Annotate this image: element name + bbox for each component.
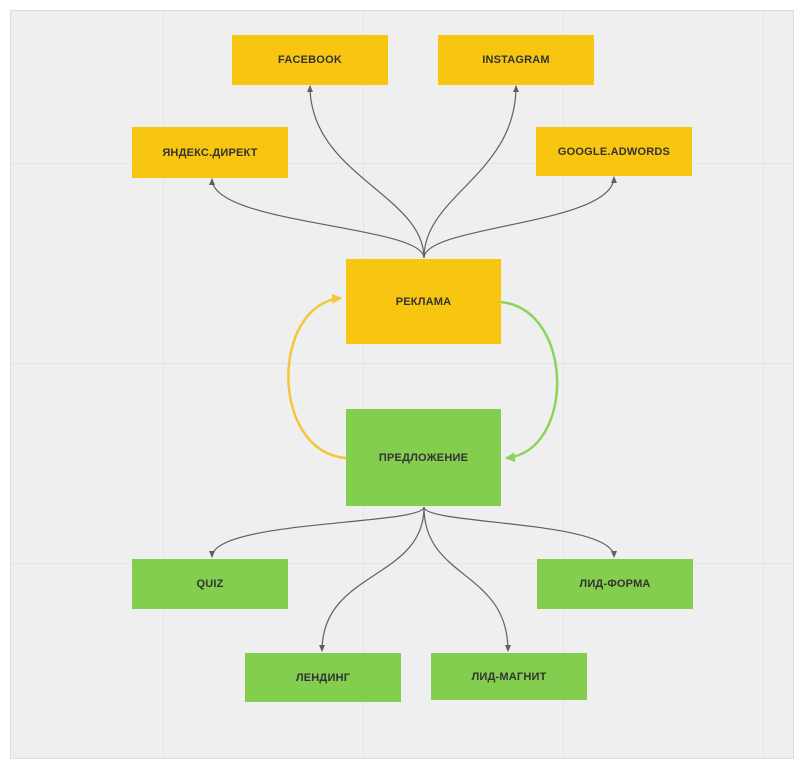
- node-predlozhenie-label: ПРЕДЛОЖЕНИЕ: [378, 451, 469, 464]
- node-reklama-label: РЕКЛАМА: [395, 295, 452, 308]
- node-yandex-direct-label: ЯНДЕКС.ДИРЕКТ: [162, 146, 258, 159]
- node-lid-forma-label: ЛИД-ФОРМА: [579, 578, 651, 590]
- node-lending-label: ЛЕНДИНГ: [295, 671, 351, 684]
- whiteboard-canvas[interactable]: [10, 10, 794, 759]
- node-google-adwords[interactable]: GOOGLE.ADWORDS: [536, 127, 692, 176]
- node-lid-magnit[interactable]: ЛИД-МАГНИТ: [431, 653, 587, 700]
- node-yandex-direct[interactable]: ЯНДЕКС.ДИРЕКТ: [132, 127, 288, 178]
- node-quiz-label: QUIZ: [196, 578, 224, 590]
- node-instagram-label: INSTAGRAM: [482, 54, 550, 66]
- node-lending[interactable]: ЛЕНДИНГ: [245, 653, 401, 702]
- node-lid-magnit-label: ЛИД-МАГНИТ: [471, 670, 547, 683]
- node-google-adwords-label: GOOGLE.ADWORDS: [557, 145, 671, 158]
- node-facebook[interactable]: FACEBOOK: [232, 35, 388, 85]
- node-lid-forma[interactable]: ЛИД-ФОРМА: [537, 559, 693, 609]
- node-facebook-label: FACEBOOK: [278, 54, 342, 66]
- node-reklama[interactable]: РЕКЛАМА: [346, 259, 501, 344]
- node-instagram[interactable]: INSTAGRAM: [438, 35, 594, 85]
- node-predlozhenie[interactable]: ПРЕДЛОЖЕНИЕ: [346, 409, 501, 506]
- node-quiz[interactable]: QUIZ: [132, 559, 288, 609]
